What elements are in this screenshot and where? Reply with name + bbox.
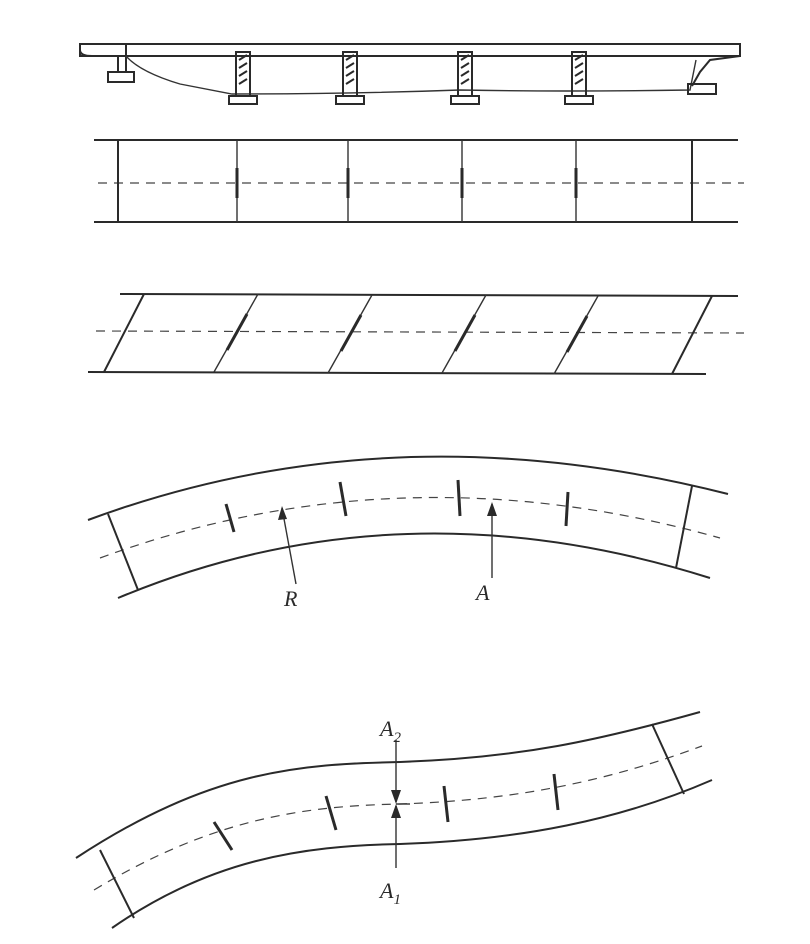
skew-plan (87, 293, 745, 375)
bearing-mark (324, 795, 338, 831)
plan-abutment-line (103, 293, 145, 373)
bridge-elevation (79, 43, 741, 105)
arrowhead (278, 506, 287, 520)
bearing-mark (453, 314, 477, 352)
pier (564, 51, 594, 105)
arrow-R (281, 507, 297, 585)
arrowhead (487, 502, 497, 516)
plan-edge (119, 293, 739, 297)
pier (335, 51, 365, 105)
pier (450, 51, 480, 105)
bearing-mark (442, 785, 450, 823)
plan-edge (87, 455, 729, 521)
bearing-mark (552, 773, 560, 811)
plan-edge (111, 779, 713, 929)
bearing-mark (564, 491, 570, 527)
plan-edge (75, 711, 701, 859)
arrowhead (391, 790, 401, 804)
bearing-mark (456, 479, 462, 517)
right-cantilever (691, 44, 741, 87)
label-A2: A2 (378, 716, 401, 746)
plan-edge (117, 532, 711, 599)
deck-soffit (125, 55, 697, 95)
plan-abutment-line (651, 723, 685, 795)
straight-plan (94, 139, 744, 223)
plan-abutment-line (675, 485, 693, 569)
pier (228, 51, 258, 105)
plan-centerline (95, 330, 745, 334)
curved-plan: R A (87, 455, 729, 611)
plan-abutment-line (107, 513, 139, 591)
plan-abutment-line (671, 295, 713, 375)
plan-abutment-line (99, 849, 135, 919)
plan-edge (87, 371, 707, 375)
left-abutment (107, 71, 135, 83)
label-A: A (474, 580, 490, 605)
left-cantilever (79, 44, 127, 73)
bearing-mark (565, 315, 589, 353)
plan-centerline (99, 496, 721, 559)
bearing-mark (212, 821, 234, 851)
right-abutment (687, 83, 717, 95)
s-curve-plan: A2 A1 (75, 711, 713, 929)
bearing-mark (224, 503, 236, 533)
bearing-mark (338, 481, 348, 517)
bearing-mark (225, 313, 249, 351)
label-A1: A1 (378, 878, 401, 908)
deck-slab (79, 43, 741, 57)
arrowhead (391, 804, 401, 818)
label-R: R (283, 586, 298, 611)
bearing-mark (339, 314, 363, 352)
